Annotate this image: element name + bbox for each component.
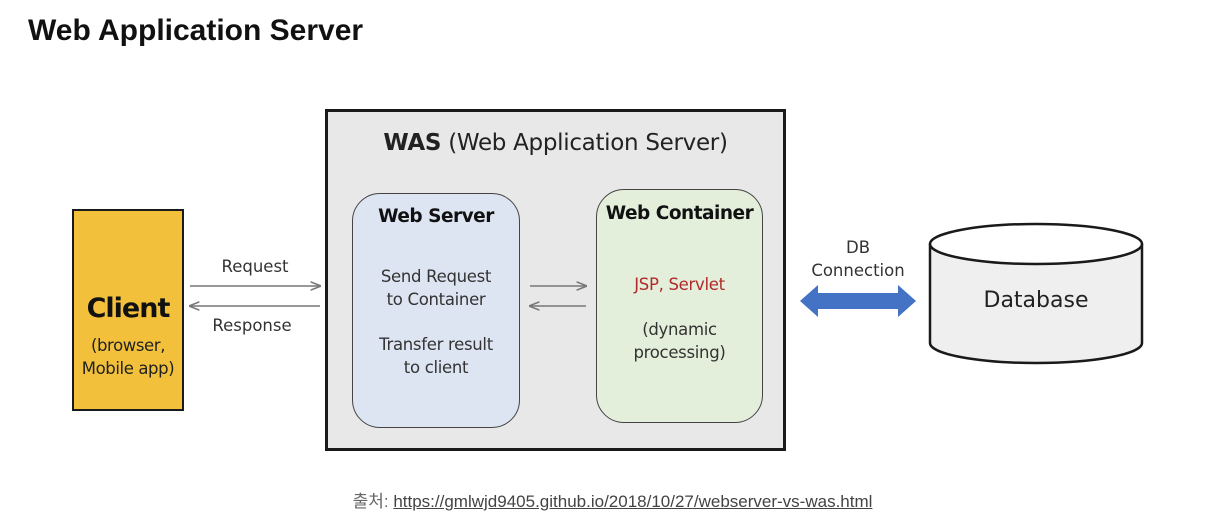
web-container-tech: JSP, Servlet (634, 275, 725, 294)
was-abbr: WAS (383, 130, 442, 156)
web-container-box: Web Container JSP, Servlet (dynamic proc… (596, 189, 763, 423)
response-label: Response (212, 316, 292, 335)
web-container-text-1: (dynamic (642, 320, 717, 339)
web-server-box: Web Server Send Request to Container Tra… (352, 193, 520, 428)
source-caption: 출처: https://gmlwjd9405.github.io/2018/10… (0, 487, 1225, 512)
was-title: WAS (Web Application Server) (328, 130, 783, 156)
web-container-text-2: processing) (633, 343, 726, 362)
web-server-text-4: to client (403, 358, 469, 377)
client-box: Client (browser, Mobile app) (72, 209, 184, 411)
web-container-title: Web Container (605, 203, 754, 224)
db-connection-arrow (800, 285, 916, 317)
source-prefix: 출처: (352, 492, 389, 511)
client-subtitle-1: (browser, (90, 336, 166, 355)
request-label: Request (221, 257, 289, 276)
database-cylinder (928, 222, 1144, 365)
page-title: Web Application Server (28, 14, 364, 47)
db-connection-label-2: Connection (811, 261, 905, 280)
web-server-text-1: Send Request (380, 267, 492, 286)
web-server-title: Web Server (378, 206, 494, 227)
client-subtitle-2: Mobile app) (81, 359, 175, 378)
web-server-text-2: to Container (386, 290, 486, 309)
client-title: Client (86, 293, 171, 324)
web-server-text-3: Transfer result (379, 335, 493, 354)
was-full-name: (Web Application Server) (448, 130, 728, 156)
database-label: Database (983, 288, 1089, 313)
source-link[interactable]: https://gmlwjd9405.github.io/2018/10/27/… (393, 492, 873, 511)
db-connection-label-1: DB (845, 238, 871, 257)
